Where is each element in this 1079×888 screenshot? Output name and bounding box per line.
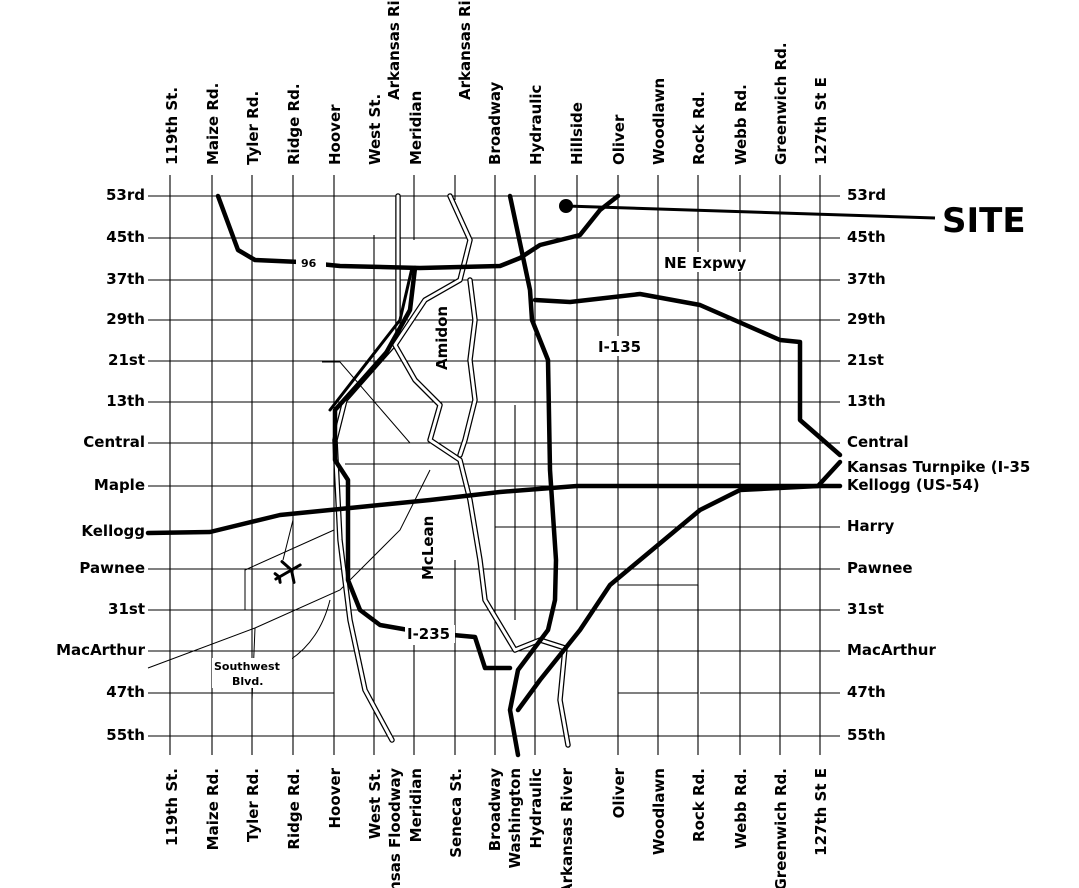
north-street-label: Maize Rd. bbox=[204, 83, 222, 165]
west-street-label: Kellogg bbox=[81, 522, 145, 540]
south-street-label: Meridian bbox=[407, 768, 425, 842]
south-street-label: West St. bbox=[366, 768, 384, 839]
north-street-label: 119th St. bbox=[163, 87, 181, 165]
east-street-label: Central bbox=[847, 433, 909, 451]
south-street-label: 127th St E bbox=[812, 768, 830, 856]
east-street-label: 37th bbox=[847, 270, 886, 288]
north-street-label: Arkansas River bbox=[456, 0, 474, 100]
north-street-label: Tyler Rd. bbox=[244, 91, 262, 165]
west-street-label: Maple bbox=[94, 476, 145, 494]
south-street-label: 119th St. bbox=[163, 768, 181, 846]
south-street-label: Hydraulic bbox=[527, 768, 545, 848]
west-street-labels: 53rd 45th 37th 29th 21st 13thCentralMapleKell… bbox=[56, 186, 145, 744]
east-street-label: Harry bbox=[847, 517, 894, 535]
highways bbox=[145, 193, 843, 758]
south-street-label: Arkansas Floodway bbox=[386, 768, 404, 888]
south-street-label: Oliver bbox=[610, 767, 628, 818]
east-street-label: 45th bbox=[847, 228, 886, 246]
east-street-label: Kansas Turnpike (I-35 bbox=[847, 458, 1030, 476]
south-street-label: Webb Rd. bbox=[732, 768, 750, 849]
east-street-label: 21st bbox=[847, 351, 884, 369]
north-street-label: Hoover bbox=[326, 104, 344, 165]
north-street-label: Hydraulic bbox=[527, 85, 545, 165]
west-street-label: 29th bbox=[106, 310, 145, 328]
south-street-label: Ridge Rd. bbox=[285, 768, 303, 850]
south-street-labels: 119th St. Maize Rd. Tyler Rd. Ridge Rd. Hoov… bbox=[163, 767, 830, 888]
south-street-label: Seneca St. bbox=[447, 768, 465, 858]
west-street-label: MacArthur bbox=[56, 641, 145, 659]
east-street-label: Pawnee bbox=[847, 559, 913, 577]
north-street-label: Rock Rd. bbox=[690, 91, 708, 165]
west-street-label: 37th bbox=[106, 270, 145, 288]
north-street-label: West St. bbox=[366, 94, 384, 165]
west-street-label: 53rd bbox=[106, 186, 145, 204]
amidon-label: Amidon bbox=[433, 306, 451, 370]
north-street-label: Hillside bbox=[568, 102, 586, 165]
west-street-label: Pawnee bbox=[79, 559, 145, 577]
north-street-label: Greenwich Rd. bbox=[772, 42, 790, 165]
north-street-labels: 119th St. Maize Rd. Tyler Rd. Ridge Rd. Hoov… bbox=[163, 0, 830, 165]
south-street-label: Hoover bbox=[326, 767, 344, 828]
i235-label: I-235 bbox=[407, 625, 450, 643]
north-street-label: Oliver bbox=[610, 114, 628, 165]
north-street-label: 127th St E bbox=[812, 77, 830, 165]
west-street-label: Central bbox=[83, 433, 145, 451]
south-street-label: Arkansas River bbox=[558, 767, 576, 888]
east-street-label: 47th bbox=[847, 683, 886, 701]
south-street-label: Washington bbox=[506, 768, 524, 868]
south-street-label: Maize Rd. bbox=[204, 768, 222, 850]
north-street-label: Woodlawn bbox=[650, 78, 668, 165]
diagonal-streets bbox=[147, 361, 431, 701]
west-street-label: 45th bbox=[106, 228, 145, 246]
north-street-label: Webb Rd. bbox=[732, 84, 750, 165]
southwest-blvd-label-2: Blvd. bbox=[232, 675, 263, 688]
west-street-label: 55th bbox=[106, 726, 145, 744]
west-street-label: 31st bbox=[108, 600, 145, 618]
east-street-label: 55th bbox=[847, 726, 886, 744]
east-street-label: 53rd bbox=[847, 186, 886, 204]
vertical-street-grid bbox=[169, 175, 821, 755]
east-street-label: 13th bbox=[847, 392, 886, 410]
airplane-icon bbox=[273, 560, 302, 584]
i135-label: I-135 bbox=[598, 338, 641, 356]
west-street-label: 21st bbox=[108, 351, 145, 369]
east-street-label: 31st bbox=[847, 600, 884, 618]
north-street-label: Broadway bbox=[486, 81, 504, 165]
site-label: SITE bbox=[942, 201, 1026, 241]
south-street-label: Broadway bbox=[486, 768, 504, 852]
k96-label: 96 bbox=[301, 257, 317, 270]
mclean-label: McLean bbox=[419, 516, 437, 580]
east-street-label: MacArthur bbox=[847, 641, 936, 659]
highway-labels: 96 NE Expwy I-135 I-235 Amidon McLean So… bbox=[212, 252, 768, 688]
south-street-label: Tyler Rd. bbox=[244, 768, 262, 842]
southwest-blvd-label-1: Southwest bbox=[214, 660, 280, 673]
east-street-label: 29th bbox=[847, 310, 886, 328]
south-street-label: Rock Rd. bbox=[690, 768, 708, 842]
north-street-label: Ridge Rd. bbox=[285, 83, 303, 165]
west-street-label: 13th bbox=[106, 392, 145, 410]
east-street-label: Kellogg (US-54) bbox=[847, 476, 980, 494]
north-street-label: Meridian bbox=[407, 91, 425, 165]
west-street-label: 47th bbox=[106, 683, 145, 701]
arkansas-river bbox=[332, 193, 571, 748]
south-street-label: Greenwich Rd. bbox=[772, 768, 790, 888]
south-street-label: Woodlawn bbox=[650, 768, 668, 855]
north-street-label: Arkansas River bbox=[385, 0, 403, 100]
site-marker[interactable] bbox=[559, 199, 936, 220]
ne-expwy-label: NE Expwy bbox=[664, 254, 747, 272]
